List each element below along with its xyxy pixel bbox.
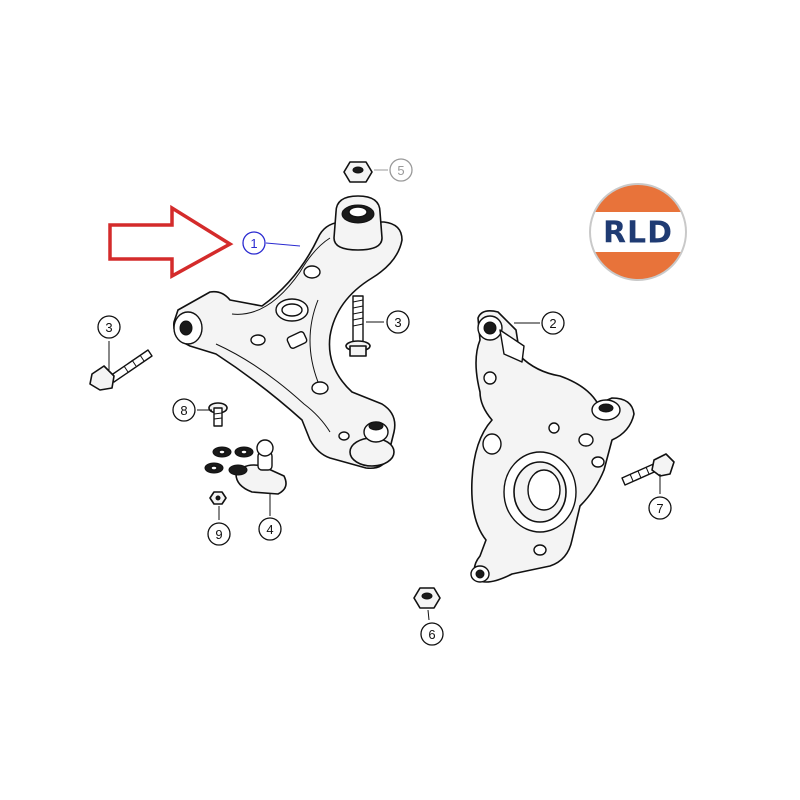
callout-c3b: 3 bbox=[97, 315, 121, 339]
callout-c5: 5 bbox=[389, 158, 413, 182]
bolt-part-7 bbox=[621, 453, 675, 486]
callout-number: 5 bbox=[397, 163, 404, 178]
callout-c2: 2 bbox=[541, 311, 565, 335]
callout-number: 3 bbox=[394, 315, 401, 330]
callout-circle bbox=[242, 231, 266, 255]
nut-part-9 bbox=[209, 491, 227, 505]
callout-number: 1 bbox=[250, 236, 257, 251]
steering-knuckle bbox=[470, 310, 635, 583]
callout-circle bbox=[420, 622, 444, 646]
callout-circle bbox=[386, 310, 410, 334]
rld-logo: RLD bbox=[588, 183, 688, 281]
callout-c6: 6 bbox=[420, 622, 444, 646]
callout-c7: 7 bbox=[648, 496, 672, 520]
callout-circle bbox=[389, 158, 413, 182]
callout-number: 6 bbox=[428, 627, 435, 642]
callout-circle bbox=[258, 517, 282, 541]
callout-number: 3 bbox=[105, 320, 112, 335]
bolt-part-8 bbox=[208, 402, 228, 427]
highlight-arrow bbox=[108, 204, 234, 279]
callout-circle bbox=[207, 522, 231, 546]
bolt-part-3-left bbox=[89, 349, 153, 391]
callout-c9: 9 bbox=[207, 522, 231, 546]
callout-number: 8 bbox=[180, 403, 187, 418]
logo-text: RLD bbox=[603, 216, 673, 251]
callouts: 1 2 3 3 4 5 6 7 8 9 bbox=[97, 158, 672, 646]
callout-circle bbox=[541, 311, 565, 335]
callout-number: 2 bbox=[549, 316, 556, 331]
callout-number: 4 bbox=[266, 522, 273, 537]
callout-circle bbox=[97, 315, 121, 339]
callout-c4: 4 bbox=[258, 517, 282, 541]
ball-joint-part-4 bbox=[204, 439, 287, 495]
nut-part-6 bbox=[413, 587, 441, 609]
bolt-part-3-vertical bbox=[345, 295, 371, 357]
callout-number: 7 bbox=[656, 501, 663, 516]
lower-control-arm bbox=[173, 195, 403, 470]
callout-c1: 1 bbox=[242, 231, 266, 255]
callout-circle bbox=[648, 496, 672, 520]
callout-c8: 8 bbox=[172, 398, 196, 422]
callout-number: 9 bbox=[215, 527, 222, 542]
callout-c3a: 3 bbox=[386, 310, 410, 334]
leader-lines bbox=[108, 169, 661, 621]
logo-band bbox=[588, 212, 688, 252]
callout-circle bbox=[172, 398, 196, 422]
nut-part-5 bbox=[343, 161, 373, 183]
